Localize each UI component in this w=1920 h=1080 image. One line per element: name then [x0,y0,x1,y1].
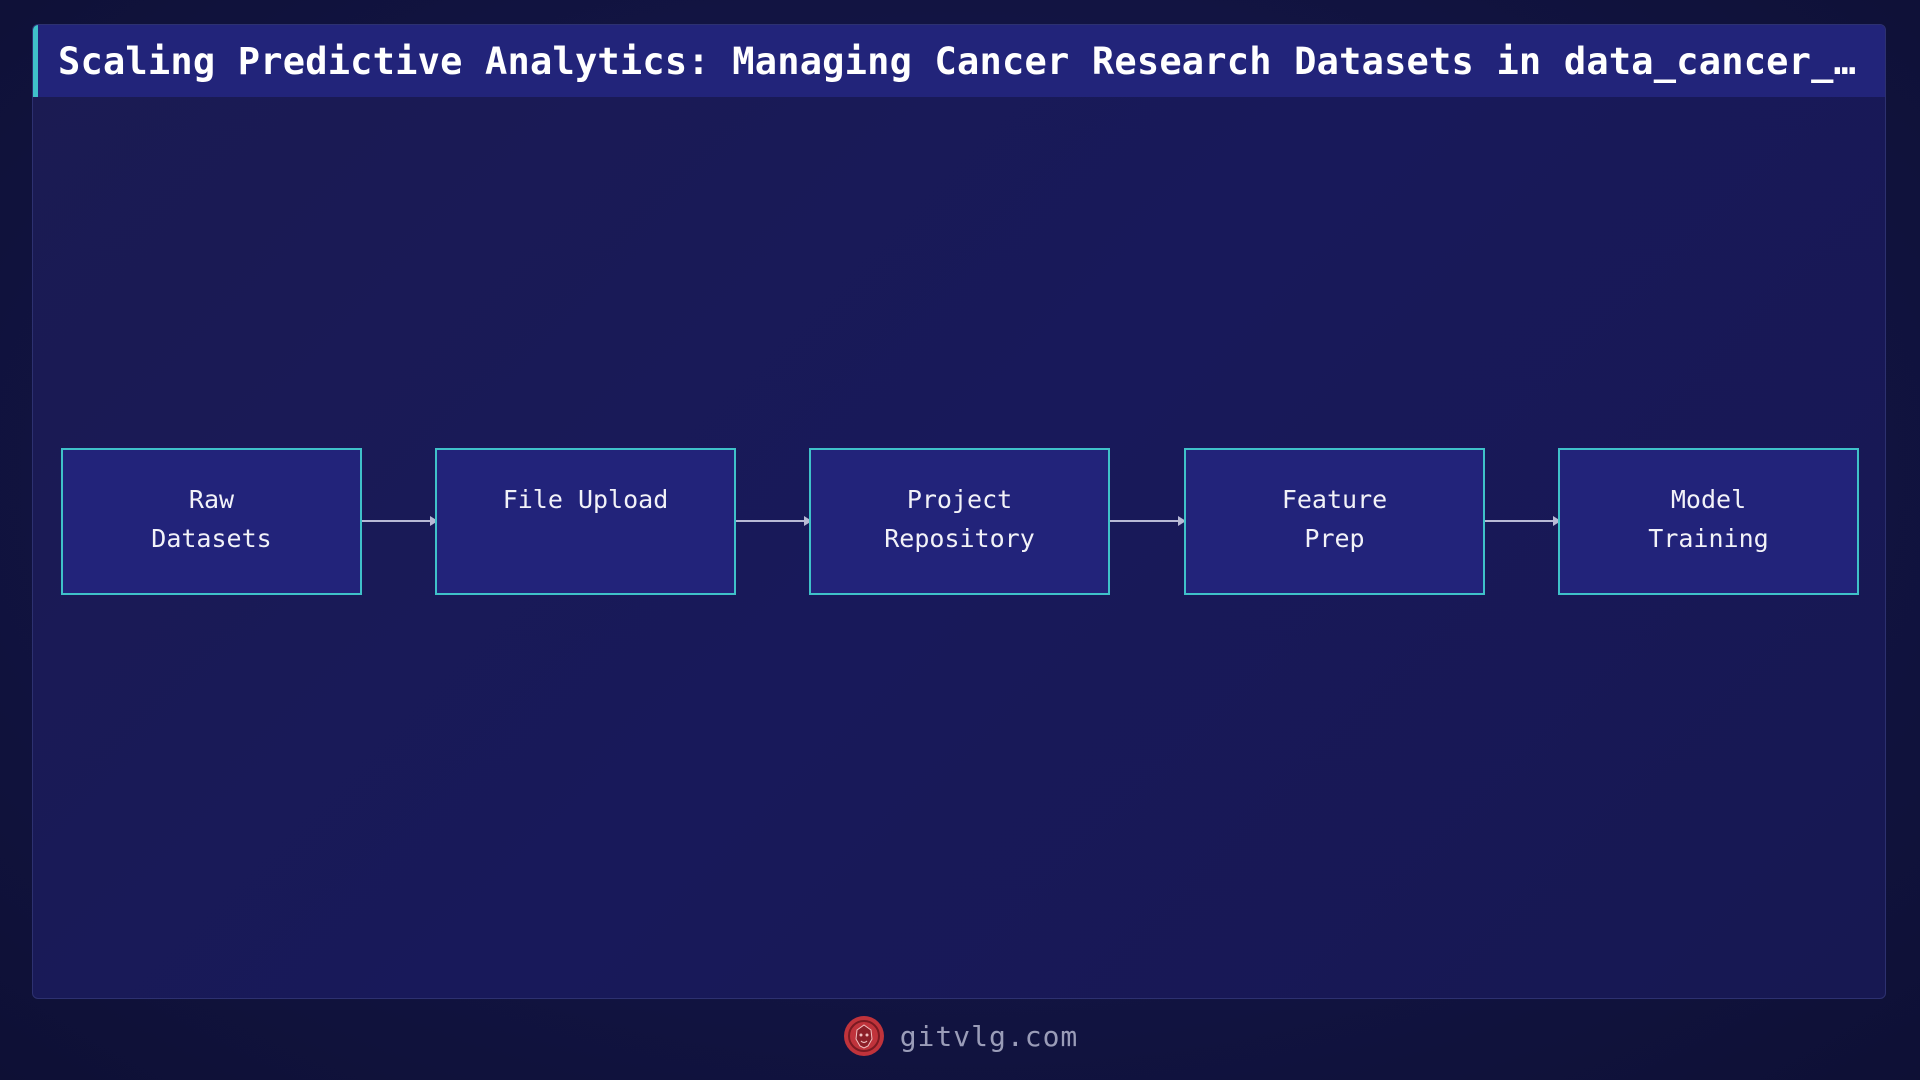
footer: gitvlg.com [0,1010,1920,1062]
node-raw-datasets: Raw Datasets [61,448,362,595]
arrow-1 [362,516,438,526]
node-file-upload: File Upload [435,448,736,595]
arrow-2 [736,516,812,526]
arrow-3 [1110,516,1186,526]
arrow-4 [1485,516,1561,526]
lion-logo-icon [843,1016,884,1056]
footer-site-link[interactable]: gitvlg.com [899,1019,1079,1053]
node-feature-prep: Feature Prep [1184,448,1485,595]
node-project-repository: Project Repository [809,448,1110,595]
node-model-training: Model Training [1558,448,1859,595]
title-bar: Scaling Predictive Analytics: Managing C… [33,25,1885,97]
